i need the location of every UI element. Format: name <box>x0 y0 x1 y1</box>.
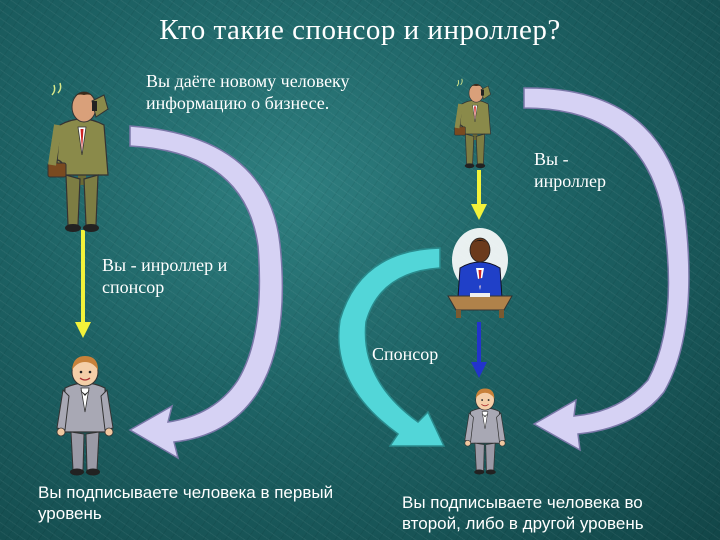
suit-man-left-figure <box>48 83 108 232</box>
caption-left: Вы подписываете человека в первый уровен… <box>38 483 334 523</box>
grey-man-left-figure <box>56 355 114 477</box>
suit-man-right-figure <box>455 79 491 168</box>
right-curved-arrow <box>523 87 690 452</box>
grey-man-right-figure <box>464 388 506 475</box>
label-sponsor: Спонсор <box>372 344 439 364</box>
desk-man-figure <box>447 228 513 318</box>
label-you-inroller: Вы - инроллер <box>534 149 606 191</box>
top-note: Вы даёте новому человеку информацию о би… <box>146 71 350 113</box>
page-title: Кто такие спонсор и инроллер? <box>159 14 561 46</box>
left-curved-arrow <box>128 125 284 460</box>
caption-right: Вы подписываете человека во второй, либо… <box>402 493 644 533</box>
label-inroller-sponsor: Вы - инроллер и спонсор <box>102 255 228 297</box>
teal-curved-arrow <box>338 247 446 447</box>
